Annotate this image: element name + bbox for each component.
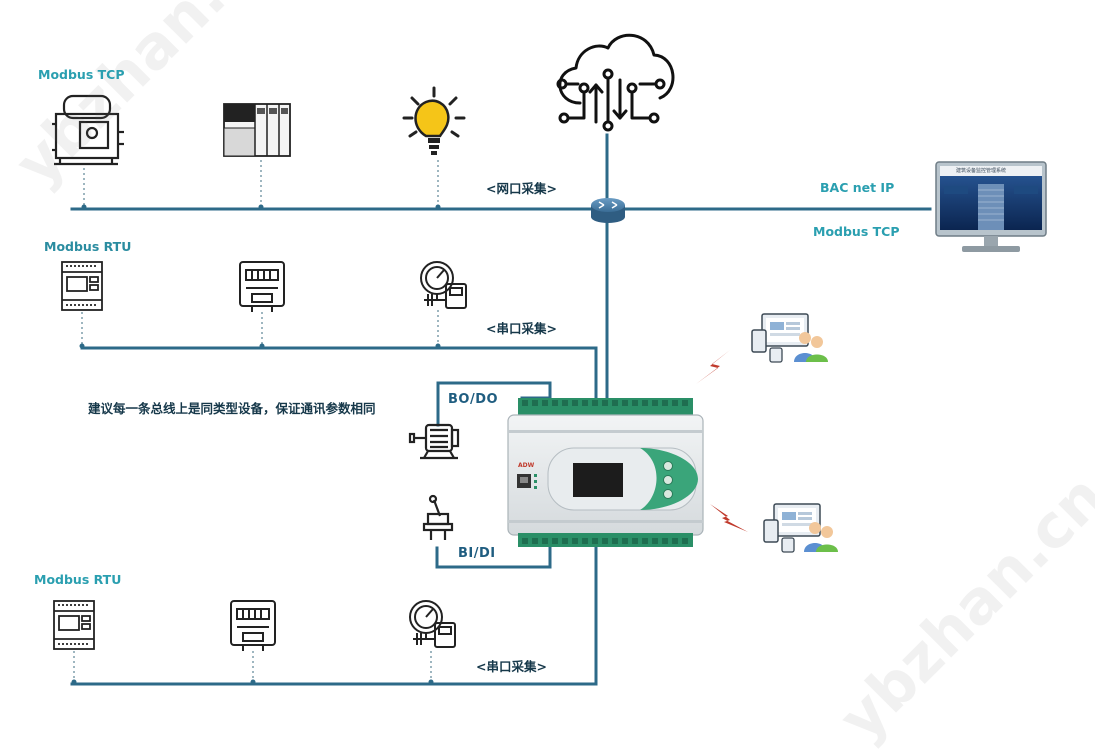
light-bulb-icon xyxy=(402,86,466,155)
modbus-tcp-left-label: Modbus TCP xyxy=(38,67,125,82)
din-rail-meter-icon xyxy=(61,261,103,311)
advice-note: 建议每一条总线上是同类型设备，保证通讯参数相同 xyxy=(88,401,376,416)
device-drops xyxy=(73,160,439,682)
cloud-network-icon xyxy=(556,33,675,132)
drop-dots xyxy=(71,204,441,685)
toggle-switch-icon xyxy=(422,494,454,540)
modbus-tcp-right-label: Modbus TCP xyxy=(813,224,900,239)
bi-di-line xyxy=(435,543,552,569)
lightning-icon xyxy=(696,350,748,532)
network-bus-label: <网口采集> xyxy=(486,181,557,196)
energy-meter-icon xyxy=(239,261,285,312)
controller-brand: ADW xyxy=(518,462,535,469)
serial-bus-1-label: <串口采集> xyxy=(486,321,557,336)
mobile-users-icon xyxy=(751,313,828,363)
pressure-gauge-icon xyxy=(409,600,456,648)
din-rail-meter-icon xyxy=(53,600,95,650)
mobile-users-icon xyxy=(763,503,838,553)
bi-di-label: BI/DI xyxy=(458,546,496,561)
bacnet-ip-label: BAC net IP xyxy=(820,180,895,195)
serial-bus-2-label: <串口采集> xyxy=(476,659,547,674)
modbus-rtu-1-label: Modbus RTU xyxy=(44,239,132,254)
modbus-rtu-2-label: Modbus RTU xyxy=(34,572,122,587)
router-icon xyxy=(591,198,625,223)
compressor-icon xyxy=(52,94,124,166)
bus-lines xyxy=(70,133,932,686)
pressure-gauge-icon xyxy=(420,261,467,309)
serial-bus-2-line xyxy=(70,543,598,686)
plc-rack-icon xyxy=(223,103,291,157)
controller-device: ADW xyxy=(507,398,704,547)
motor-icon xyxy=(408,423,460,460)
bo-do-label: BO/DO xyxy=(448,392,499,407)
energy-meter-icon xyxy=(230,600,276,651)
monitor-icon xyxy=(935,161,1047,252)
monitor-title: 建筑设备监控管理系统 xyxy=(956,168,1007,174)
serial-bus-1-line xyxy=(80,346,598,400)
